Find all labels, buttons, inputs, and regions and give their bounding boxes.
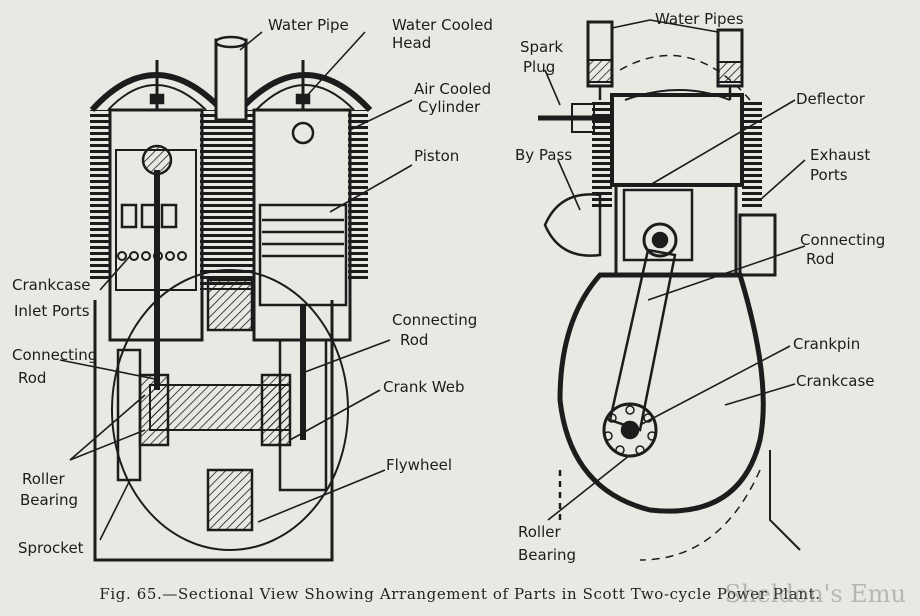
label-connecting-rod-mid-1: Connecting <box>392 311 477 329</box>
label-connecting-rod-left-2: Rod <box>18 369 46 387</box>
label-deflector: Deflector <box>796 90 866 108</box>
label-roller-bearing-right-2: Bearing <box>518 546 576 564</box>
label-flywheel: Flywheel <box>386 456 452 474</box>
right-sectional-view <box>538 20 801 561</box>
label-water-pipe: Water Pipe <box>268 16 349 34</box>
label-connecting-rod-left-1: Connecting <box>12 346 97 364</box>
label-exhaust-ports-1: Exhaust <box>810 146 870 164</box>
label-water-pipes: Water Pipes <box>655 10 744 28</box>
label-crank-web: Crank Web <box>383 378 465 396</box>
label-air-cooled-cylinder-1: Air Cooled <box>414 80 491 98</box>
label-spark-plug-1: Spark <box>520 38 563 56</box>
label-roller-bearing-left-1: Roller <box>22 470 65 488</box>
right-head-dome <box>237 72 373 113</box>
label-spark-plug-2: Plug <box>523 58 555 76</box>
flywheel <box>111 269 349 551</box>
crankcase-right <box>557 272 766 514</box>
sprocket <box>116 348 142 482</box>
label-water-cooled-head-2: Head <box>392 34 431 52</box>
label-by-pass: By Pass <box>515 146 572 164</box>
water-pipe <box>214 38 248 122</box>
left-cylinder-fins <box>90 110 110 280</box>
left-sectional-view <box>89 35 373 562</box>
label-connecting-rod-mid-2: Rod <box>400 331 428 349</box>
label-crankpin: Crankpin <box>793 335 860 353</box>
label-crankcase-inlet-2: Inlet Ports <box>14 302 90 320</box>
right-head-block <box>610 93 744 187</box>
right-view-cylinder <box>614 183 738 277</box>
label-connecting-rod-right-2: Rod <box>806 250 834 268</box>
label-roller-bearing-left-2: Bearing <box>20 491 78 509</box>
label-connecting-rod-right-1: Connecting <box>800 231 885 249</box>
label-exhaust-ports-2: Ports <box>810 166 848 184</box>
exhaust-port <box>738 213 777 277</box>
label-piston: Piston <box>414 147 459 165</box>
label-water-cooled-head-1: Water Cooled <box>392 16 493 34</box>
watermark: Sheldon's Emu <box>724 580 906 608</box>
label-crankcase-inlet-1: Crankcase <box>12 276 91 294</box>
crankcase-body-left <box>93 300 334 562</box>
label-roller-bearing-right-1: Roller <box>518 523 561 541</box>
leader-lines <box>59 19 806 541</box>
right-connecting-rod <box>608 248 677 432</box>
right-view-piston <box>622 188 694 262</box>
label-air-cooled-cylinder-2: Cylinder <box>418 98 481 116</box>
bypass-chamber <box>543 193 602 257</box>
figure-caption: Fig. 65.—Sectional View Showing Arrangem… <box>99 585 821 603</box>
diagram-labels: Water Pipe Water Cooled Head Air Cooled … <box>12 10 885 564</box>
label-sprocket: Sprocket <box>18 539 84 557</box>
label-crankcase: Crankcase <box>796 372 875 390</box>
